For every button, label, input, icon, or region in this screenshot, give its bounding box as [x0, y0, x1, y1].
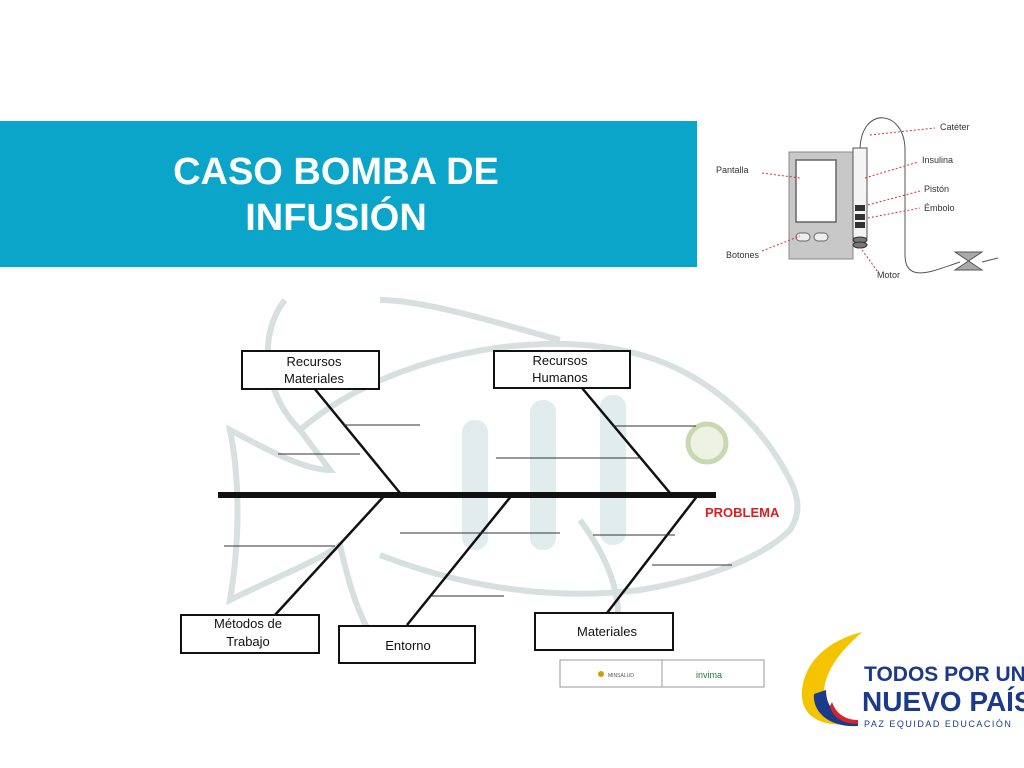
- colombia-ribbon-icon: [801, 632, 862, 727]
- label-embolo: Émbolo: [924, 203, 955, 213]
- brand-tagline: PAZ EQUIDAD EDUCACIÓN: [864, 719, 1012, 729]
- label-insulina: Insulina: [922, 155, 953, 165]
- partner-logos: MINSALUD invima: [559, 659, 765, 688]
- pump-screen: [795, 159, 837, 223]
- problem-label: PROBLEMA: [705, 505, 780, 520]
- category-recursos-materiales: Recursos Materiales: [241, 350, 380, 390]
- brand-line-2: NUEVO PAÍS: [862, 686, 1024, 717]
- category-materiales: Materiales: [534, 612, 674, 651]
- brand-line-1: TODOS POR UN: [864, 663, 1024, 686]
- catheter-tube: [859, 117, 961, 274]
- label-motor: Motor: [877, 270, 900, 280]
- category-recursos-humanos: Recursos Humanos: [493, 350, 631, 389]
- invima-logo-text: invima: [696, 670, 722, 680]
- slide-title-line-1: CASO BOMBA DE: [173, 151, 499, 193]
- category-label-line-1: Métodos de: [214, 616, 282, 631]
- category-entorno: Entorno: [338, 625, 476, 664]
- category-label: Entorno: [385, 638, 431, 653]
- fish-eye-icon: [685, 421, 729, 465]
- pump-button-left: [795, 232, 811, 242]
- category-label-line-1: Recursos: [533, 353, 588, 368]
- label-cateter: Catéter: [940, 122, 970, 132]
- slide-title-line-2: INFUSIÓN: [245, 197, 427, 239]
- valve-icon: [953, 251, 999, 271]
- category-label-line-2: Humanos: [532, 370, 588, 385]
- slide-title: CASO BOMBA DE INFUSIÓN: [0, 149, 672, 241]
- title-band: CASO BOMBA DE INFUSIÓN: [0, 121, 697, 267]
- minsalud-seal-icon: [598, 671, 604, 677]
- category-label-line-2: Materiales: [284, 371, 344, 386]
- category-label-line-1: Recursos: [287, 354, 342, 369]
- label-piston: Pistón: [924, 184, 949, 194]
- fishbone-main-bones: [274, 387, 699, 626]
- label-pantalla: Pantalla: [716, 165, 749, 175]
- category-label: Materiales: [577, 624, 637, 639]
- category-metodos-de-trabajo: Métodos de Trabajo: [180, 614, 320, 654]
- minsalud-logo-text: MINSALUD: [608, 673, 634, 679]
- label-botones: Botones: [726, 250, 760, 260]
- category-label-line-2: Trabajo: [226, 634, 270, 649]
- pump-callout-arrows: [761, 127, 936, 273]
- fishbone-sub-bones: [224, 424, 732, 597]
- pump-button-right: [813, 232, 829, 242]
